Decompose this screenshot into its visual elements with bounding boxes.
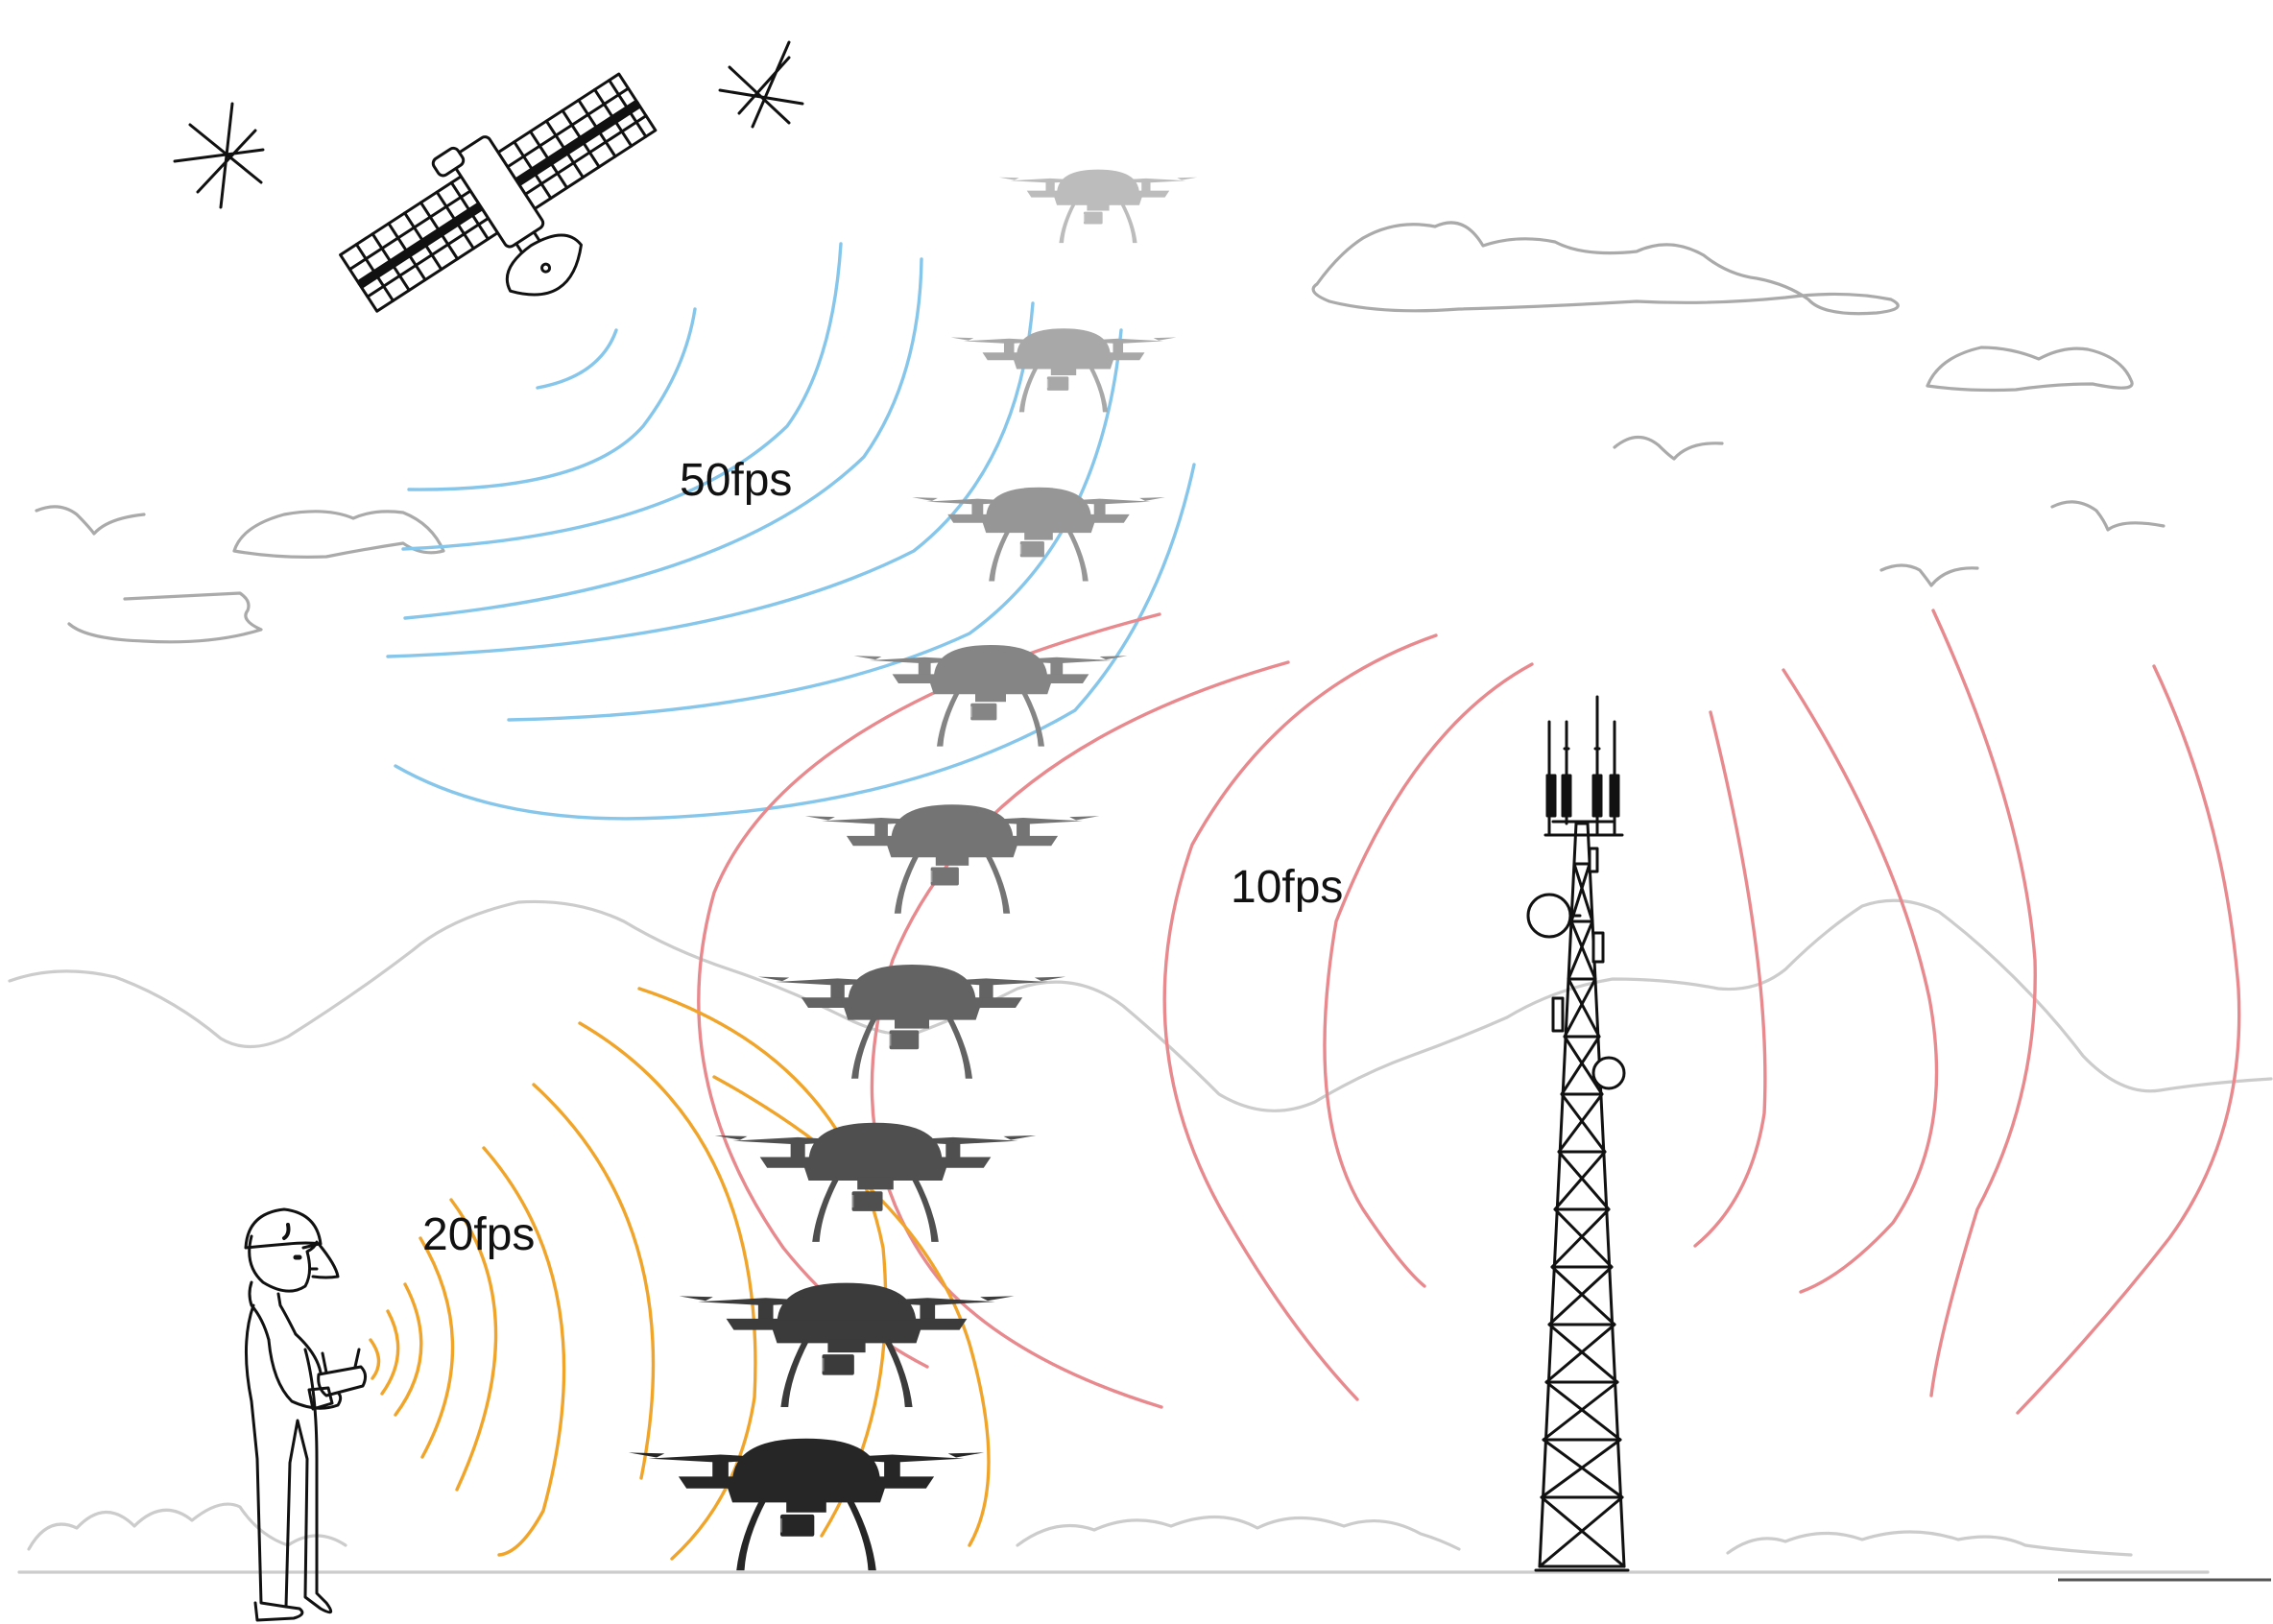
- star-icon: [718, 40, 804, 129]
- star-icon: [173, 102, 265, 209]
- drone-icon: [714, 1122, 1037, 1242]
- foreground-bushes: [27, 1502, 347, 1551]
- cloud-icon: [1311, 221, 1900, 316]
- cloud-icon: [1926, 346, 2134, 393]
- cell-tower-rate-label: 10fps: [1231, 862, 1343, 913]
- cell-tower-icon: [1526, 695, 1630, 1572]
- mountain-ridge: [8, 898, 2273, 1112]
- drone-icon: [757, 965, 1066, 1079]
- remote-controller-icon: [307, 1348, 368, 1411]
- bird-icon: [35, 505, 146, 536]
- bird-icon: [2050, 500, 2165, 532]
- person-icon: [244, 1207, 343, 1622]
- cloud-icon: [232, 510, 445, 559]
- foreground-bushes: [1016, 1515, 1461, 1551]
- drone-icon: [950, 328, 1177, 413]
- remote-controller-rate-label: 20fps: [422, 1209, 535, 1260]
- drone-icon: [804, 804, 1100, 914]
- bird-icon: [1613, 435, 1724, 461]
- background: [8, 221, 2273, 1582]
- cloud-icon: [67, 591, 263, 644]
- remote-controller-signal-waves: [369, 987, 991, 1561]
- drone-icon: [998, 169, 1198, 244]
- bird-icon: [1879, 563, 1979, 587]
- satellite-icon: [339, 72, 658, 313]
- satellite-signal-waves: [386, 242, 1196, 821]
- foreground-bushes: [1726, 1530, 2133, 1557]
- drone-icon: [679, 1282, 1015, 1407]
- satellite-rate-label: 50fps: [680, 455, 792, 506]
